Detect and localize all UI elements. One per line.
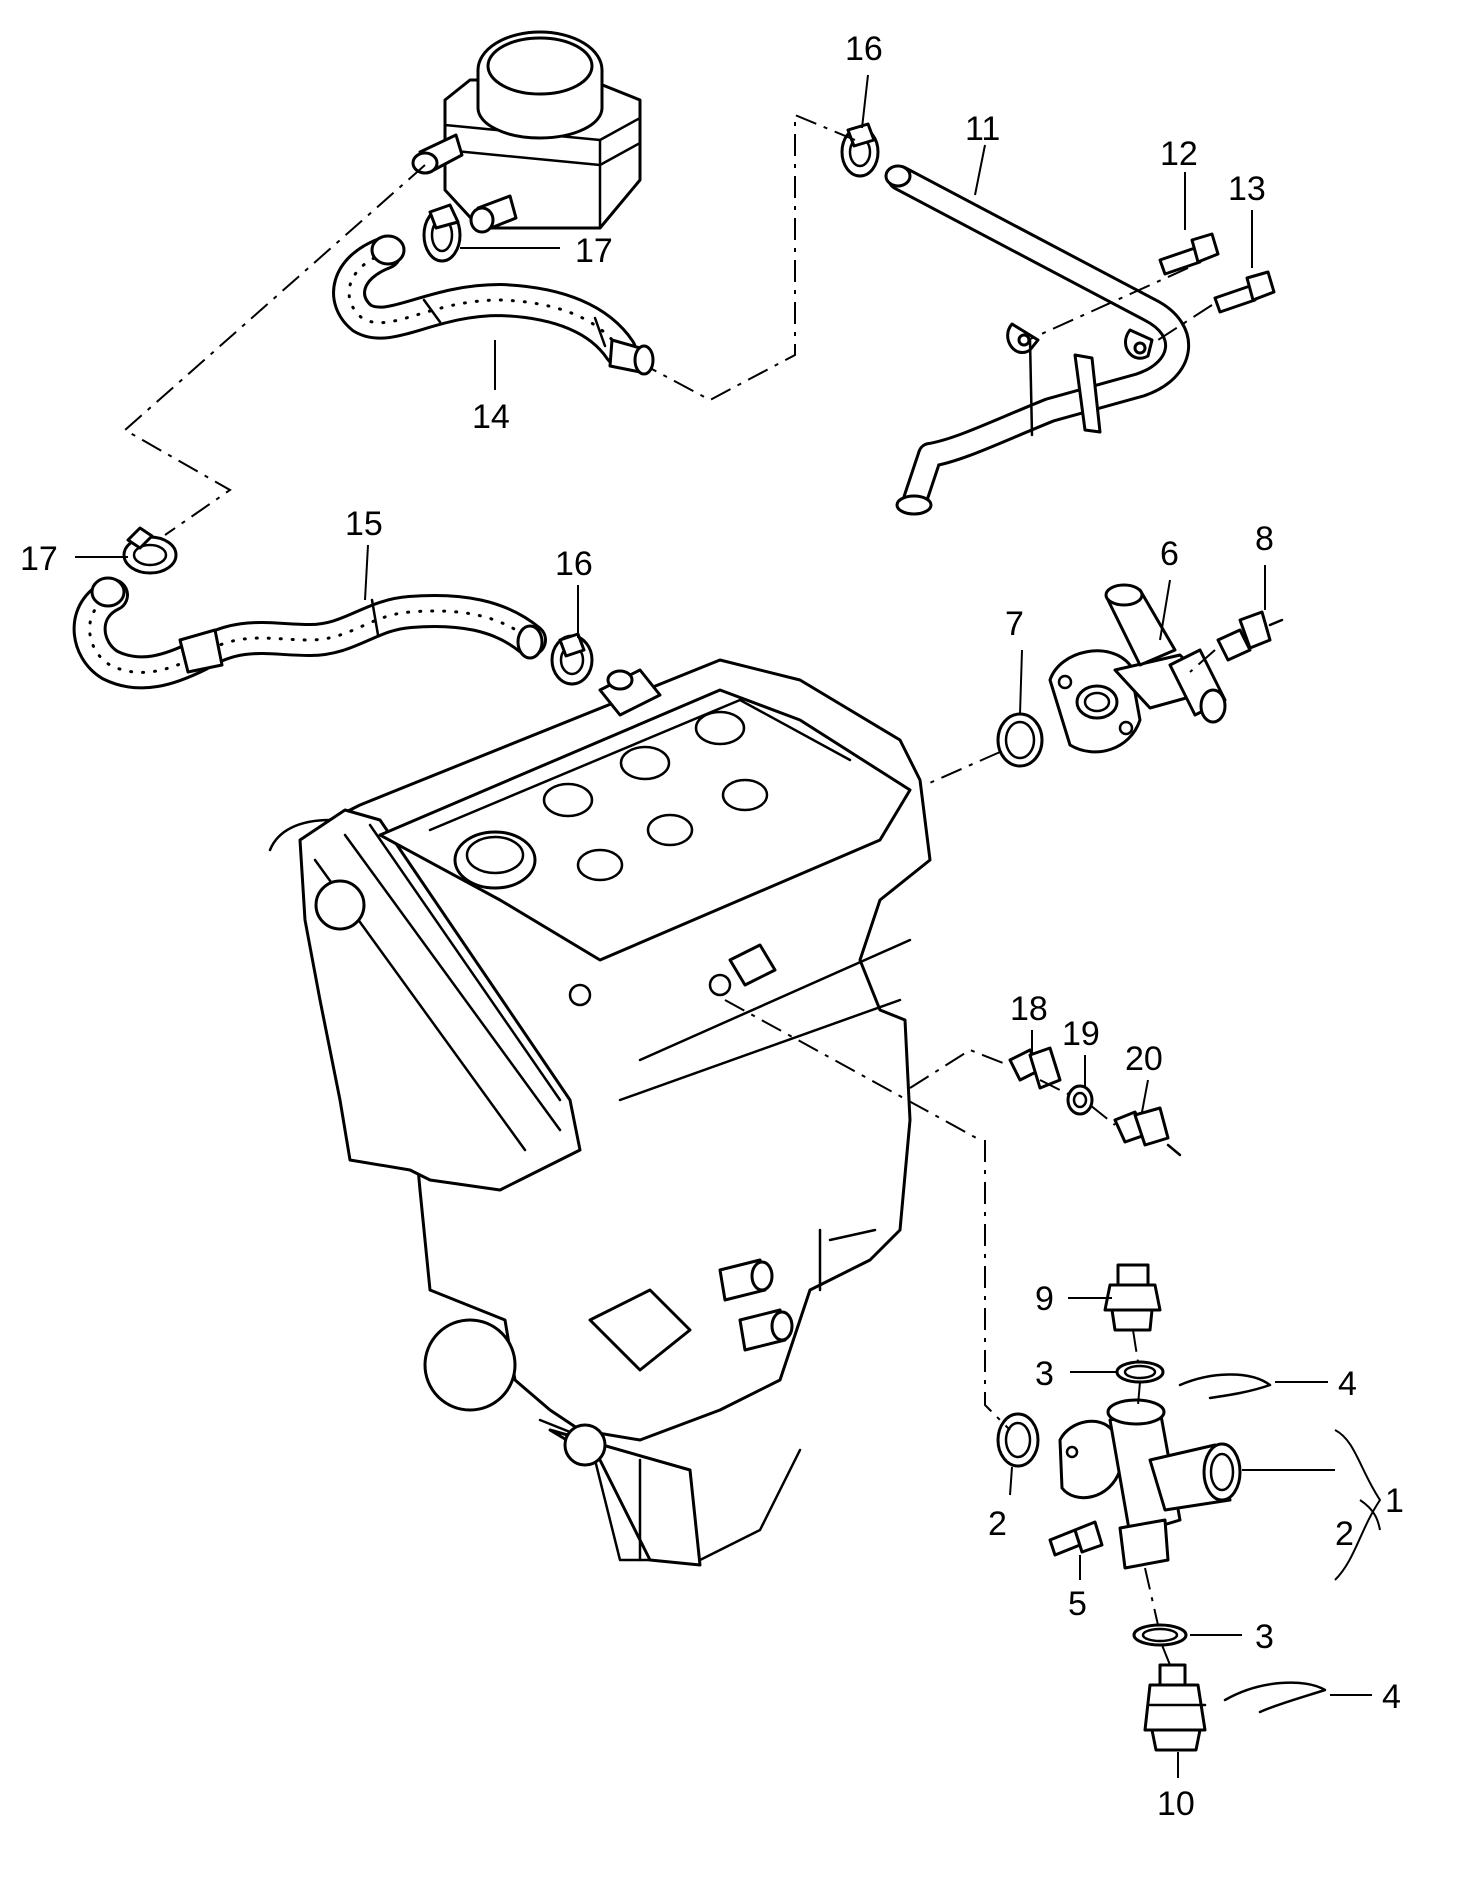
seal-19 — [1066, 1084, 1094, 1116]
callout-20: 20 — [1125, 1040, 1163, 1078]
sender-20 — [1113, 1106, 1182, 1157]
callout-5: 5 — [1068, 1585, 1087, 1623]
o-ring-3-upper — [1115, 1360, 1165, 1384]
expansion-tank — [411, 30, 642, 234]
callout-3: 3 — [1255, 1618, 1274, 1656]
coolant-hose-14 — [332, 234, 655, 376]
callout-9: 9 — [1035, 1280, 1054, 1318]
coolant-hose-15 — [72, 576, 547, 690]
callout-3: 3 — [1035, 1355, 1054, 1393]
hose-clamp-16-lower — [550, 632, 594, 686]
hose-clamp-16-upper — [840, 122, 880, 178]
callout-1: 1 — [1385, 1482, 1404, 1520]
callout-4: 4 — [1382, 1678, 1401, 1716]
callout-10: 10 — [1157, 1785, 1195, 1823]
callout-2: 2 — [1335, 1515, 1354, 1553]
coolant-pipe-11 — [884, 164, 1190, 516]
callout-4: 4 — [1338, 1365, 1357, 1403]
callout-6: 6 — [1160, 535, 1179, 573]
switch-9 — [1103, 1263, 1162, 1332]
callout-18: 18 — [1010, 990, 1048, 1028]
hose-clamp-17-upper — [422, 203, 462, 263]
sender-8 — [1216, 610, 1284, 662]
leader-lines — [75, 74, 1382, 1778]
coolant-connection-1 — [1058, 1398, 1242, 1570]
gasket-2 — [996, 1412, 1040, 1468]
gasket-7 — [996, 712, 1044, 768]
engine-block — [268, 658, 932, 1567]
bolt-13 — [1213, 270, 1276, 314]
hose-clamp-17-lower — [122, 526, 178, 575]
callout-labels: 1 2 2 3 3 4 4 5 6 7 8 9 10 11 12 13 14 1… — [20, 30, 1404, 1823]
callout-13: 13 — [1228, 170, 1266, 208]
callout-16: 16 — [845, 30, 883, 68]
coolant-flange-6 — [1048, 583, 1227, 754]
callout-19: 19 — [1062, 1015, 1100, 1053]
callout-8: 8 — [1255, 520, 1274, 558]
callout-12: 12 — [1160, 135, 1198, 173]
callout-16: 16 — [555, 545, 593, 583]
callout-7: 7 — [1005, 605, 1024, 643]
connection-lines — [123, 113, 1216, 1666]
callout-17: 17 — [575, 232, 613, 270]
callout-11: 11 — [965, 110, 1000, 148]
o-ring-3-lower — [1132, 1623, 1188, 1647]
plug-18 — [1008, 1046, 1062, 1090]
callout-2: 2 — [988, 1505, 1007, 1543]
switch-10 — [1143, 1663, 1207, 1752]
callout-17: 17 — [20, 540, 58, 578]
bolt-12 — [1158, 232, 1220, 276]
callout-14: 14 — [472, 398, 510, 436]
retaining-clip-4-upper — [1178, 1373, 1272, 1400]
callout-15: 15 — [345, 505, 383, 543]
retaining-clip-4-lower — [1223, 1681, 1327, 1714]
bolt-5 — [1048, 1520, 1104, 1557]
